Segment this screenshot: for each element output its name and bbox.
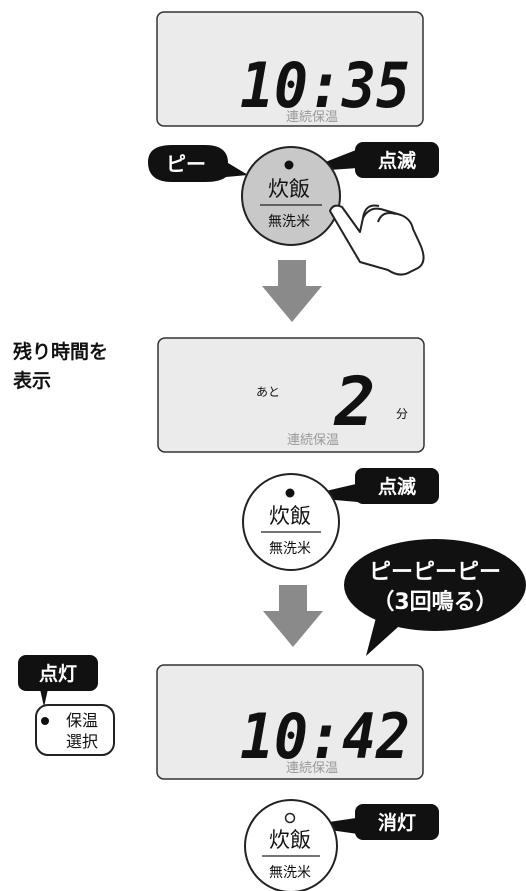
blink-label: 点滅 bbox=[378, 475, 416, 498]
step1-display: 10:35 連続保温 bbox=[156, 11, 424, 127]
step3-display: 10:42 連続保温 bbox=[156, 664, 424, 780]
lit-label: 点灯 bbox=[39, 663, 77, 685]
down-arrow-icon bbox=[263, 585, 323, 647]
display-caption: 連続保温 bbox=[286, 761, 338, 776]
button-label-wash-free: 無洗米 bbox=[268, 214, 310, 230]
button-label-cook: 炊飯 bbox=[269, 504, 311, 528]
triple-beep-line2: （3回鳴る） bbox=[372, 590, 497, 615]
lcd-panel bbox=[156, 664, 424, 780]
off-label: 消灯 bbox=[378, 811, 416, 834]
lit-callout: 点灯 bbox=[18, 655, 98, 707]
remaining-unit: 分 bbox=[396, 407, 408, 421]
blink-label: 点滅 bbox=[378, 149, 416, 172]
keep-warm-label-2: 選択 bbox=[66, 732, 98, 751]
lcd-panel bbox=[156, 11, 424, 127]
step2-display: あと 2 分 連続保温 bbox=[157, 337, 425, 453]
side-label-remaining-1: 残り時間を bbox=[13, 340, 108, 363]
time-readout: 10:35 bbox=[240, 49, 410, 122]
blink-callout: 点滅 bbox=[300, 468, 439, 504]
triple-beep-line1: ピーピーピー bbox=[369, 560, 501, 585]
time-readout: 10:42 bbox=[240, 700, 410, 773]
indicator-led-on bbox=[284, 160, 294, 170]
cook-button[interactable]: 炊飯 無洗米 bbox=[244, 799, 338, 891]
triple-beep-callout: ピーピーピー （3回鳴る） bbox=[344, 539, 526, 656]
cook-button[interactable]: 炊飯 無洗米 bbox=[242, 473, 340, 571]
pressing-hand-icon bbox=[329, 204, 425, 276]
lcd-panel bbox=[157, 337, 425, 453]
remaining-value: 2 bbox=[334, 363, 376, 442]
button-label-cook: 炊飯 bbox=[269, 828, 311, 852]
side-label-remaining-2: 表示 bbox=[13, 369, 51, 392]
cook-button-pressed[interactable]: 炊飯 無洗米 bbox=[241, 146, 341, 246]
button-label-wash-free: 無洗米 bbox=[269, 865, 311, 881]
button-label-cook: 炊飯 bbox=[268, 177, 310, 201]
beep-callout: ピー bbox=[148, 145, 248, 182]
indicator-led-on bbox=[41, 717, 49, 725]
display-caption: 連続保温 bbox=[287, 433, 339, 448]
down-arrow-icon bbox=[262, 260, 322, 322]
button-label-wash-free: 無洗米 bbox=[269, 541, 311, 557]
indicator-led-on bbox=[285, 488, 295, 498]
blink-callout: 点滅 bbox=[300, 142, 439, 178]
keep-warm-label-1: 保温 bbox=[66, 711, 98, 730]
keep-warm-button[interactable]: 保温 選択 bbox=[35, 704, 115, 756]
indicator-led-off bbox=[284, 812, 296, 824]
beep-label: ピー bbox=[166, 152, 206, 176]
remaining-prefix: あと bbox=[256, 385, 280, 399]
display-caption: 連続保温 bbox=[286, 110, 338, 125]
